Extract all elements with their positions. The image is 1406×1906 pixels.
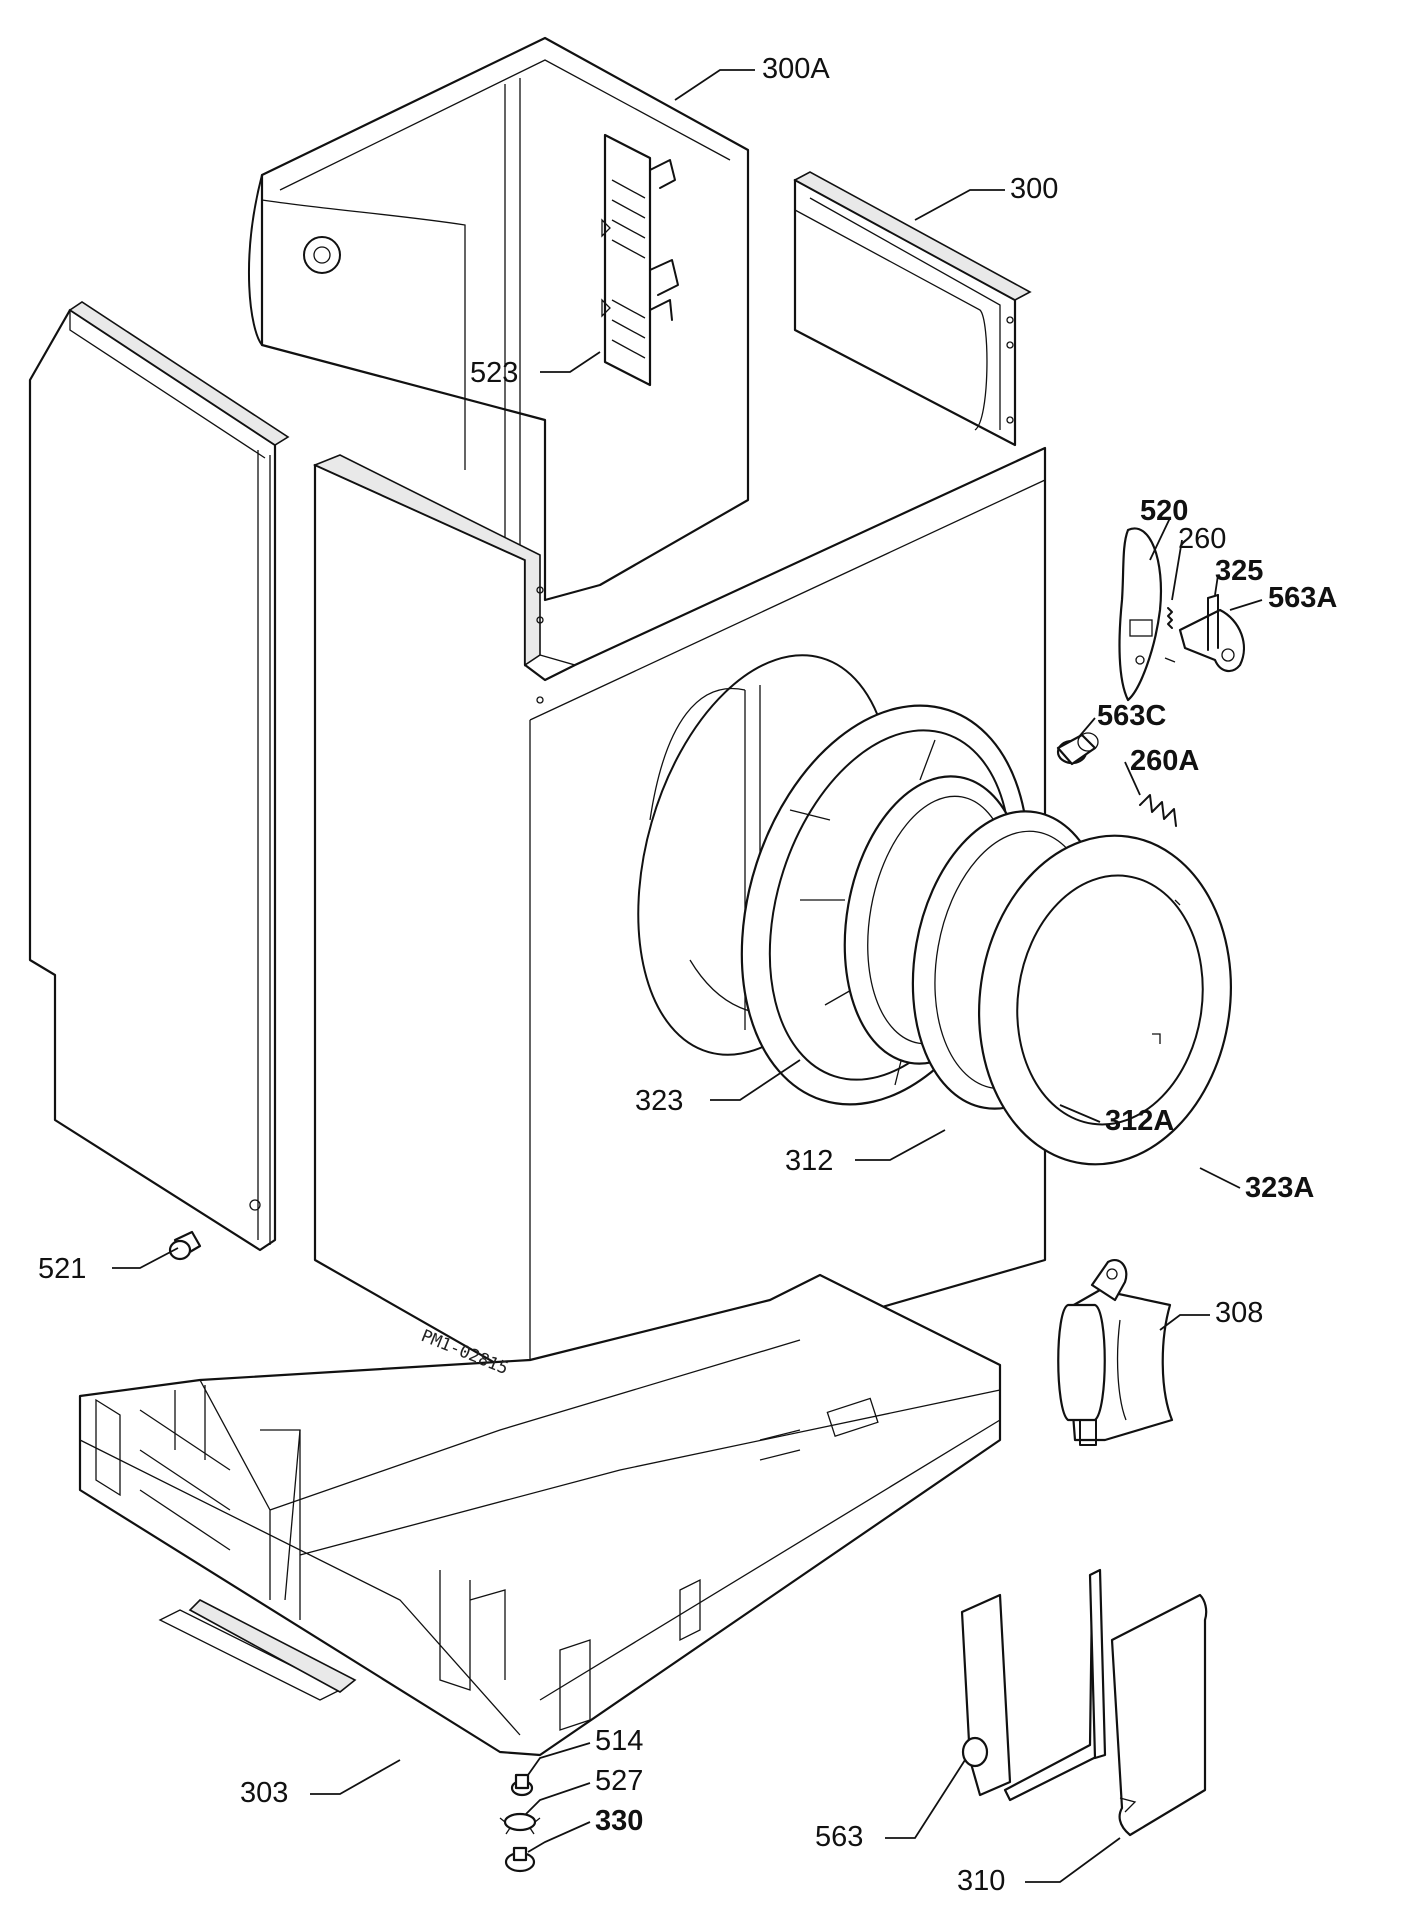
screw-521 [168,1230,202,1261]
callout-521: 521 [38,1253,86,1285]
callout-325: 325 [1215,555,1263,587]
door-hinge [1057,1259,1174,1446]
callout-300A: 300A [762,53,830,85]
foot-parts [499,1773,541,1873]
callout-563: 563 [815,1821,863,1853]
callout-312A: 312A [1105,1105,1174,1137]
callout-527: 527 [595,1765,643,1797]
leader-lines [112,69,1263,1883]
callout-323A: 323A [1245,1172,1314,1204]
callout-312: 312 [785,1145,833,1177]
rear-bracket [601,133,679,387]
callout-300: 300 [1010,173,1058,205]
cabinet-assembly [28,36,1047,1402]
callout-523: 523 [470,357,518,389]
callout-labels: 300A 300 523 520 260 325 563A 563C 260A … [38,53,1337,1897]
callout-563C: 563C [1097,700,1166,732]
callout-308: 308 [1215,1297,1263,1329]
callout-323: 323 [635,1085,683,1117]
callout-520: 520 [1140,495,1188,527]
callout-310: 310 [957,1865,1005,1897]
door-lock-parts [1056,527,1245,827]
callout-260: 260 [1178,523,1226,555]
base-frame [78,1273,1002,1757]
service-flap-parts [960,1568,1208,1837]
callout-563A: 563A [1268,582,1337,614]
callout-514: 514 [595,1725,643,1757]
callout-330: 330 [595,1805,643,1837]
door-assembly [740,704,1232,1166]
callout-260A: 260A [1130,745,1199,777]
callout-303: 303 [240,1777,288,1809]
